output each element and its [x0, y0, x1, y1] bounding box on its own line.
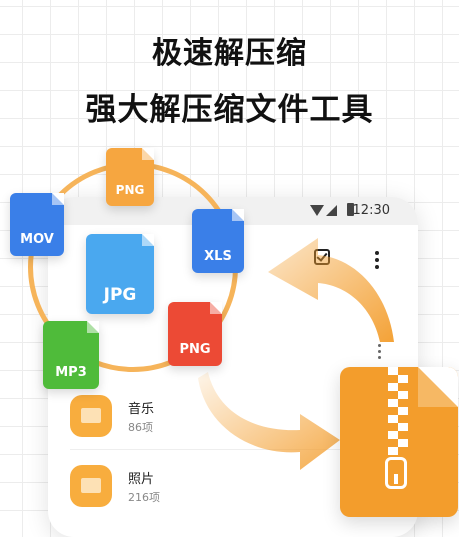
status-time: 12:30 — [352, 203, 390, 218]
wifi-icon — [310, 205, 324, 216]
folder-icon — [70, 465, 112, 507]
list-item-count: 86项 — [128, 421, 153, 434]
signal-icon — [326, 205, 337, 216]
arrow-icon — [268, 238, 394, 342]
headline-line-1: 极速解压缩 — [152, 36, 307, 71]
headline-line-2: 强大解压缩文件工具 — [85, 92, 374, 128]
zip-icon — [340, 367, 458, 517]
more-vert-icon[interactable] — [375, 251, 379, 272]
list-item[interactable]: 照片 216项 — [70, 465, 370, 513]
arrows-graphic — [198, 238, 394, 470]
folder-icon — [70, 395, 112, 437]
more-vert-icon[interactable] — [378, 344, 382, 362]
mp3-file-icon: MP3 — [43, 321, 99, 389]
list-item-title: 音乐 — [128, 402, 155, 417]
list-item-title: 照片 — [128, 472, 155, 487]
divider — [70, 449, 388, 450]
png-file-icon: PNG — [106, 148, 154, 206]
jpg-file-icon: JPG — [86, 234, 154, 314]
list-item-count: 216项 — [128, 491, 160, 504]
arrow-icon — [198, 372, 340, 470]
xls-file-icon: XLS — [192, 209, 244, 273]
battery-icon — [347, 203, 354, 216]
list-item[interactable]: 音乐 86项 — [70, 395, 370, 443]
png-file-icon: PNG — [168, 302, 222, 366]
mov-file-icon: MOV — [10, 193, 64, 256]
